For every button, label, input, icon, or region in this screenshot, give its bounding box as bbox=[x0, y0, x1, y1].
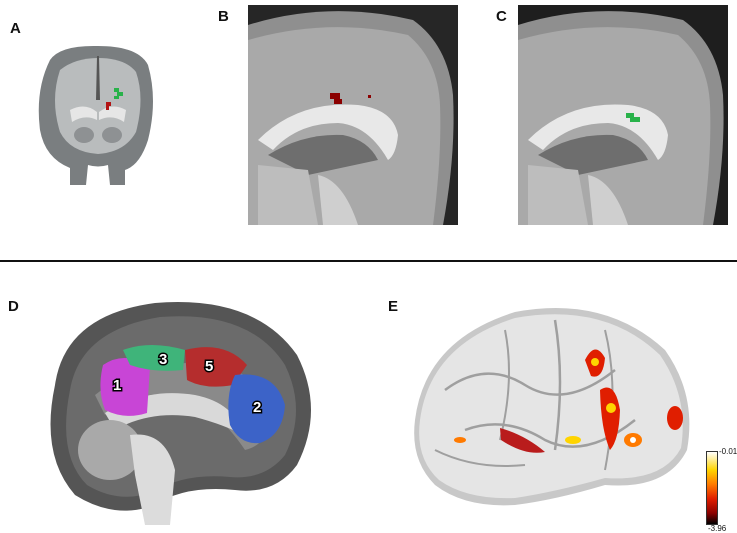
cortical-surface-heatmap bbox=[414, 307, 690, 506]
coronal-brain-slice bbox=[38, 45, 153, 185]
region-number-1: 1 bbox=[113, 377, 121, 394]
colorbar-max-label: -0.01 bbox=[719, 447, 737, 456]
panel-label-d: D bbox=[8, 298, 19, 315]
region-number-2: 2 bbox=[253, 399, 261, 416]
panel-label-a: A bbox=[10, 20, 21, 37]
sagittal-slice-green-cluster bbox=[518, 5, 728, 225]
colorbar bbox=[706, 451, 718, 525]
panel-label-c: C bbox=[496, 8, 507, 25]
region-number-5: 5 bbox=[205, 358, 213, 375]
panel-label-b: B bbox=[218, 8, 229, 25]
colorbar-min-label: -3.96 bbox=[708, 524, 727, 533]
region-number-3: 3 bbox=[159, 351, 167, 368]
sagittal-slice-red-cluster bbox=[248, 5, 458, 225]
medial-brain-regions: 1 3 5 2 bbox=[50, 302, 311, 525]
panel-label-e: E bbox=[388, 298, 399, 315]
section-divider bbox=[0, 260, 737, 262]
